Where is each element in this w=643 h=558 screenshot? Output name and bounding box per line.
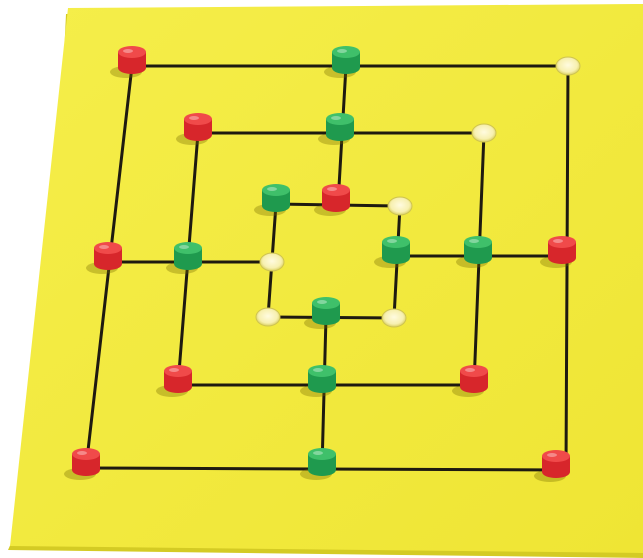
red-peg-middle-bottom-right[interactable] [452,365,488,397]
empty-hole-inner-bottom-left[interactable] [255,307,281,327]
red-peg-outer-bottom-left[interactable] [64,448,100,480]
empty-hole-inner-top-right[interactable] [387,196,413,216]
red-peg-outer-top-left[interactable] [110,46,146,78]
empty-hole-inner-mid-left[interactable] [259,252,285,272]
green-peg-inner-top-left[interactable] [254,184,290,216]
green-peg-middle-mid-left[interactable] [166,242,202,274]
outer-right-line [564,64,570,472]
green-peg-outer-top-mid[interactable] [324,46,360,78]
green-peg-middle-top-mid[interactable] [318,113,354,145]
red-peg-middle-top-left[interactable] [176,113,212,145]
green-peg-middle-bottom-mid[interactable] [300,365,336,397]
red-peg-middle-bottom-left[interactable] [156,365,192,397]
green-peg-inner-bottom-mid[interactable] [304,297,340,329]
pieces-layer [64,46,581,482]
green-peg-inner-mid-right[interactable] [374,236,410,268]
empty-hole-inner-bottom-right[interactable] [381,308,407,328]
red-peg-outer-bottom-right[interactable] [534,450,570,482]
empty-hole-middle-top-right[interactable] [471,123,497,143]
red-peg-outer-mid-right[interactable] [540,236,576,268]
green-peg-middle-mid-right[interactable] [456,236,492,268]
green-peg-outer-bottom-mid[interactable] [300,448,336,480]
red-peg-outer-mid-left[interactable] [86,242,122,274]
empty-hole-outer-top-right[interactable] [555,56,581,76]
red-peg-inner-top-mid[interactable] [314,184,350,216]
